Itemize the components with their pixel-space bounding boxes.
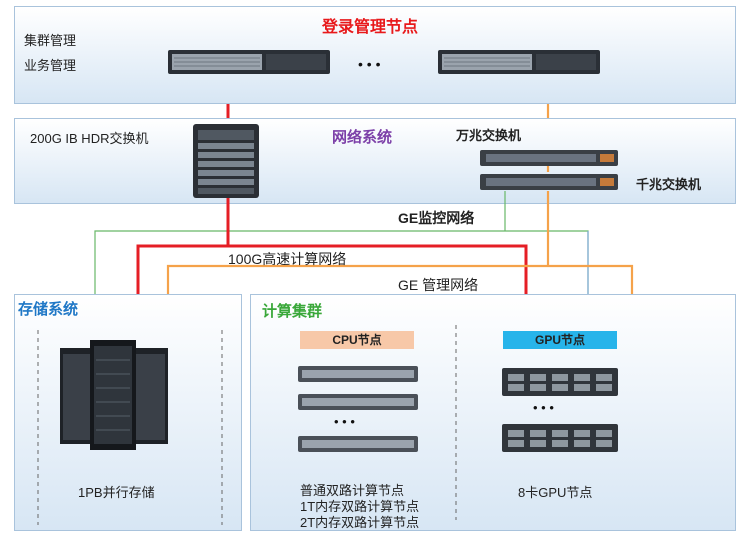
ge-monitor-label: GE监控网络 (398, 210, 475, 226)
storage-rack-right (132, 348, 168, 444)
login-node-title: 登录管理节点 (322, 19, 419, 36)
gpu-node-header: GPU节点 (503, 331, 617, 349)
hs-100g-link (136, 244, 528, 294)
ib-switch-label: 200G IB HDR交换机 (30, 131, 149, 146)
compute-cluster-title: 计算集群 (262, 303, 323, 320)
storage-system-title: 存储系统 (18, 301, 79, 318)
login-node-panel (14, 6, 736, 104)
gpu-node-1 (502, 368, 618, 396)
gpu-node-2 (502, 424, 618, 452)
ge-mgmt-label: GE 管理网络 (398, 277, 479, 293)
cpu-node-header: CPU节点 (300, 331, 414, 349)
ib-switch-device (193, 124, 259, 198)
business-mgmt-label: 业务管理 (24, 58, 77, 73)
switch-1g-label: 千兆交换机 (636, 177, 702, 192)
network-system-title: 网络系统 (332, 129, 393, 146)
cpu-node-2 (298, 394, 418, 410)
login-server-2 (438, 50, 600, 74)
switch-10g-device (480, 150, 618, 166)
cpu-caption-1t: 1T内存双路计算节点 (300, 499, 420, 514)
cluster-mgmt-label: 集群管理 (24, 33, 77, 48)
hs-100g-label: 100G高速计算网络 (228, 251, 347, 267)
ge-mgmt-link (166, 264, 634, 294)
login-server-1 (168, 50, 330, 74)
cpu-ellipsis: • • • (334, 414, 355, 429)
switch-1g-device (480, 174, 618, 190)
gpu-caption: 8卡GPU节点 (518, 485, 593, 500)
switch-10g-label: 万兆交换机 (456, 128, 522, 143)
cpu-caption-2t: 2T内存双路计算节点 (300, 515, 420, 530)
storage-caption: 1PB并行存储 (78, 485, 155, 500)
gpu-ellipsis: • • • (533, 400, 554, 415)
cpu-node-1 (298, 366, 418, 382)
storage-rack-center (90, 340, 136, 450)
login-ellipsis: • • • (358, 56, 381, 72)
cpu-node-3 (298, 436, 418, 452)
cpu-caption-standard: 普通双路计算节点 (300, 483, 405, 498)
